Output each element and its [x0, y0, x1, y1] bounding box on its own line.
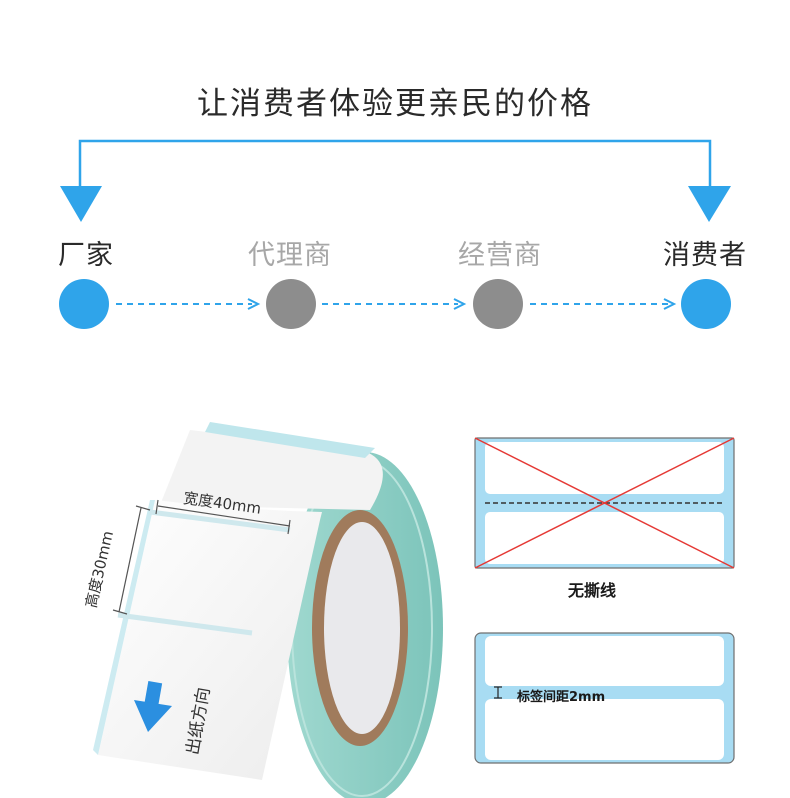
dashed-arrow-right-icon	[116, 298, 261, 310]
cross-icon	[474, 437, 735, 569]
stage-label-dealer: 经营商	[458, 240, 542, 271]
stage-label-consumer: 消费者	[663, 240, 747, 271]
dashed-arrow-right-icon	[530, 298, 677, 310]
flow-diagram	[60, 139, 731, 310]
stage-dot-manufacturer	[59, 279, 109, 329]
bracket-line	[78, 139, 712, 188]
arrow-down-icon	[60, 186, 102, 222]
gap-marker-icon	[494, 686, 502, 699]
example-caption-label-gap: 标签间距2mm	[517, 690, 606, 705]
label-strip	[98, 500, 322, 780]
arrow-down-icon	[688, 186, 731, 222]
width-dimension	[155, 499, 291, 535]
headline: 让消费者体验更亲民的价格	[197, 86, 593, 122]
feed-arrow-icon	[134, 680, 172, 732]
stage-label-agent: 代理商	[248, 240, 332, 271]
dashed-arrow-right-icon	[322, 298, 467, 310]
example-caption-no-tear-line: 无撕线	[568, 581, 617, 600]
height-dimension	[112, 505, 151, 615]
example-no-tear-line	[474, 437, 735, 569]
stage-dot-agent	[266, 279, 316, 329]
stage-dot-consumer	[681, 279, 731, 329]
stage-dot-dealer	[473, 279, 523, 329]
example-label-gap	[474, 632, 735, 764]
label-roll-illustration	[93, 422, 443, 798]
stage-label-manufacturer: 厂家	[58, 240, 114, 271]
